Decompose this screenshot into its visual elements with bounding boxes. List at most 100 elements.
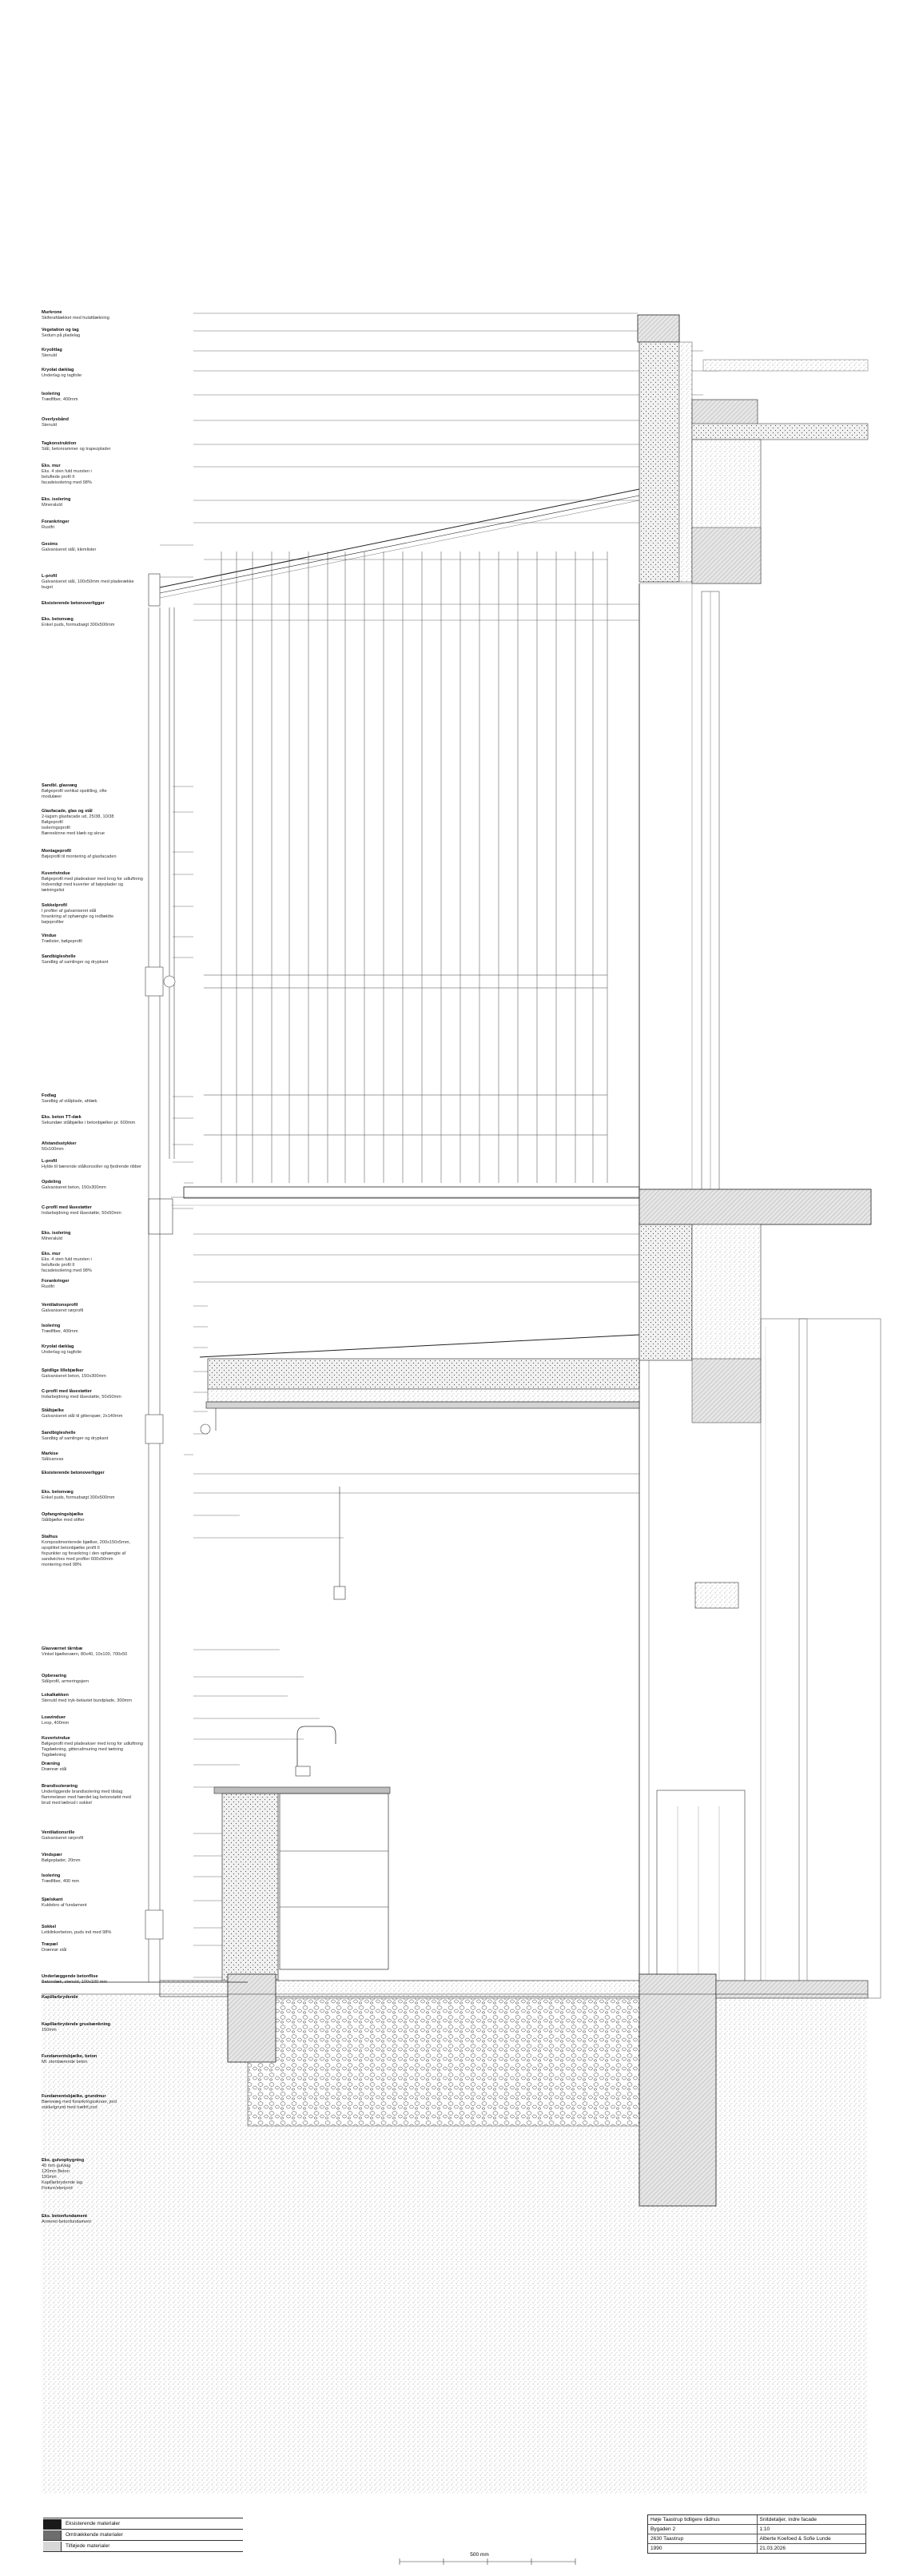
label-title: Stalhus	[42, 1535, 58, 1539]
label-title: Træpæl	[42, 1942, 58, 1947]
label-title: Ventilationsprofil	[42, 1303, 78, 1308]
label-description: Kuldebro af fundament	[42, 1903, 87, 1908]
label-description: Bærevæg med forankringsskruer, jord sokk…	[42, 2100, 117, 2110]
label-title: Isolering	[42, 1324, 61, 1328]
label-description: Underliggende brandisolering med tilslag…	[42, 1790, 131, 1806]
label-title: Opdeling	[42, 1180, 62, 1184]
label-description: Sedum på pladelag	[42, 333, 81, 338]
label-title: Kuvertvindue	[42, 871, 70, 876]
label-description: Bøjeprofil til montering af glasfacaden	[42, 854, 117, 859]
label-description: Stålbjælke med stifter	[42, 1518, 85, 1523]
date: 21.03.2026	[756, 2544, 866, 2553]
label-description: Bølgeprofil med pladeakser med krog for …	[42, 1742, 143, 1758]
label-description: Rustfri	[42, 1284, 55, 1289]
title-row: Høje Taastrup tidligere rådhus Snitdetal…	[648, 2515, 865, 2525]
label-description: Skiferafdækket med hulafdækning	[42, 316, 109, 321]
legend-label: Tilføjede materialer	[66, 2543, 110, 2549]
label-description: Rustfri	[42, 525, 55, 530]
label-description: I profiler af galvaniseret stål forankri…	[42, 909, 114, 925]
label-description: 150mm	[42, 2028, 57, 2033]
label-title: Sokkel	[42, 1925, 57, 1929]
label-title: Forankringer	[42, 1279, 70, 1284]
label-title: Ventilationsrille	[42, 1830, 75, 1835]
label-title: Overlysbånd	[42, 417, 69, 422]
label-description: 2-lagsm glasfacade ud, 25/38, 10/38 Bølg…	[42, 814, 114, 836]
label-title: Eks. beton TT-dæk	[42, 1115, 82, 1120]
label-title: Isolering	[42, 392, 61, 396]
label-description: Loop, 400mm	[42, 1721, 70, 1726]
label-description: Underlag og tagfolie	[42, 1350, 82, 1355]
label-title: C-profil med låsestøtter	[42, 1389, 92, 1394]
label-description: Vinkel bjælkeværn, 80x40, 10x100, 700x50	[42, 1652, 128, 1657]
label-title: Kuvertvindue	[42, 1736, 70, 1741]
label-title: C-profil med låsestøtter	[42, 1205, 92, 1210]
middle-slab	[148, 1186, 872, 1423]
label-title: Sandbl. glasvæg	[42, 783, 78, 788]
city: 2630 Taastrup	[650, 2536, 684, 2542]
label-title: Eks. isolering	[42, 497, 71, 502]
label-title: Fundamentsbjælke, grundmur	[42, 2094, 106, 2099]
label-title: Tagkonstruktion	[42, 441, 77, 446]
label-description: Galvaniseret beton, 150x300mm	[42, 1185, 106, 1190]
label-title: Eks. mur	[42, 464, 61, 468]
label-title: Brandisolerøring	[42, 1784, 78, 1789]
label-title: Afstandsstykker	[42, 1141, 77, 1146]
label-title: Dræning	[42, 1762, 60, 1766]
label-description: Stenuld	[42, 423, 57, 428]
label-title: Sokkelprofil	[42, 903, 68, 908]
legend-swatch	[43, 2518, 62, 2529]
label-description: Sandbig af stålplade, afdæk.	[42, 1099, 98, 1104]
label-title: Opfangningsbjælke	[42, 1512, 84, 1517]
label-description: Bølgeplader, 20mm	[42, 1858, 81, 1863]
scale-label: 500 mm	[470, 2552, 488, 2558]
drawing-scale: 1:10	[756, 2525, 866, 2534]
label-title: Eks. isolering	[42, 1231, 71, 1236]
legend-label: Omtrækkende materialer	[66, 2532, 123, 2538]
label-description: Mineraluld	[42, 1236, 62, 1241]
pendant-lamp	[333, 1487, 346, 1600]
label-description: Indarbejdning med låsestøtte, 50x50mm	[42, 1211, 121, 1216]
label-title: Kryolat dæklag	[42, 368, 74, 372]
scale-bar	[399, 2558, 576, 2565]
label-description: Eks. 4 sten fuld mursten i beluftede pro…	[42, 469, 92, 485]
label-description: Armeret betonfundament	[42, 2220, 91, 2224]
label-description: Hylde til bærende stålkonsoller og fjedr…	[42, 1165, 141, 1169]
material-legend: Eksisterende materialer Omtrækkende mate…	[43, 2518, 243, 2552]
label-title: Kapillarbrydende	[42, 1995, 78, 2000]
legend-swatch	[43, 2541, 62, 2551]
label-title: Eksisterende betonoverligger	[42, 1471, 105, 1475]
label-description: Drænrør stål	[42, 1948, 67, 1953]
label-title: Fodlag	[42, 1093, 57, 1098]
label-description: Bølgeprofil vertikal opstilling, ofte mo…	[42, 789, 107, 799]
label-description: Sekundær stålbjælke i betonbjælker pr. 6…	[42, 1121, 136, 1125]
label-description: Kompositmonterede bjælker, 200x150x5mm, …	[42, 1540, 130, 1567]
label-description: Enkel puds, formudsøgt 300x500mm	[42, 1495, 115, 1500]
label-title: Vindue	[42, 934, 57, 938]
label-description: Galvaniseret stål, 100x50mm med pladeræk…	[42, 579, 134, 590]
label-title: Vindspær	[42, 1853, 62, 1857]
label-title: Eks. betonfundament	[42, 2214, 87, 2219]
title-row: 2630 Taastrup Alberte Koefoed & Sofie Lu…	[648, 2534, 865, 2544]
